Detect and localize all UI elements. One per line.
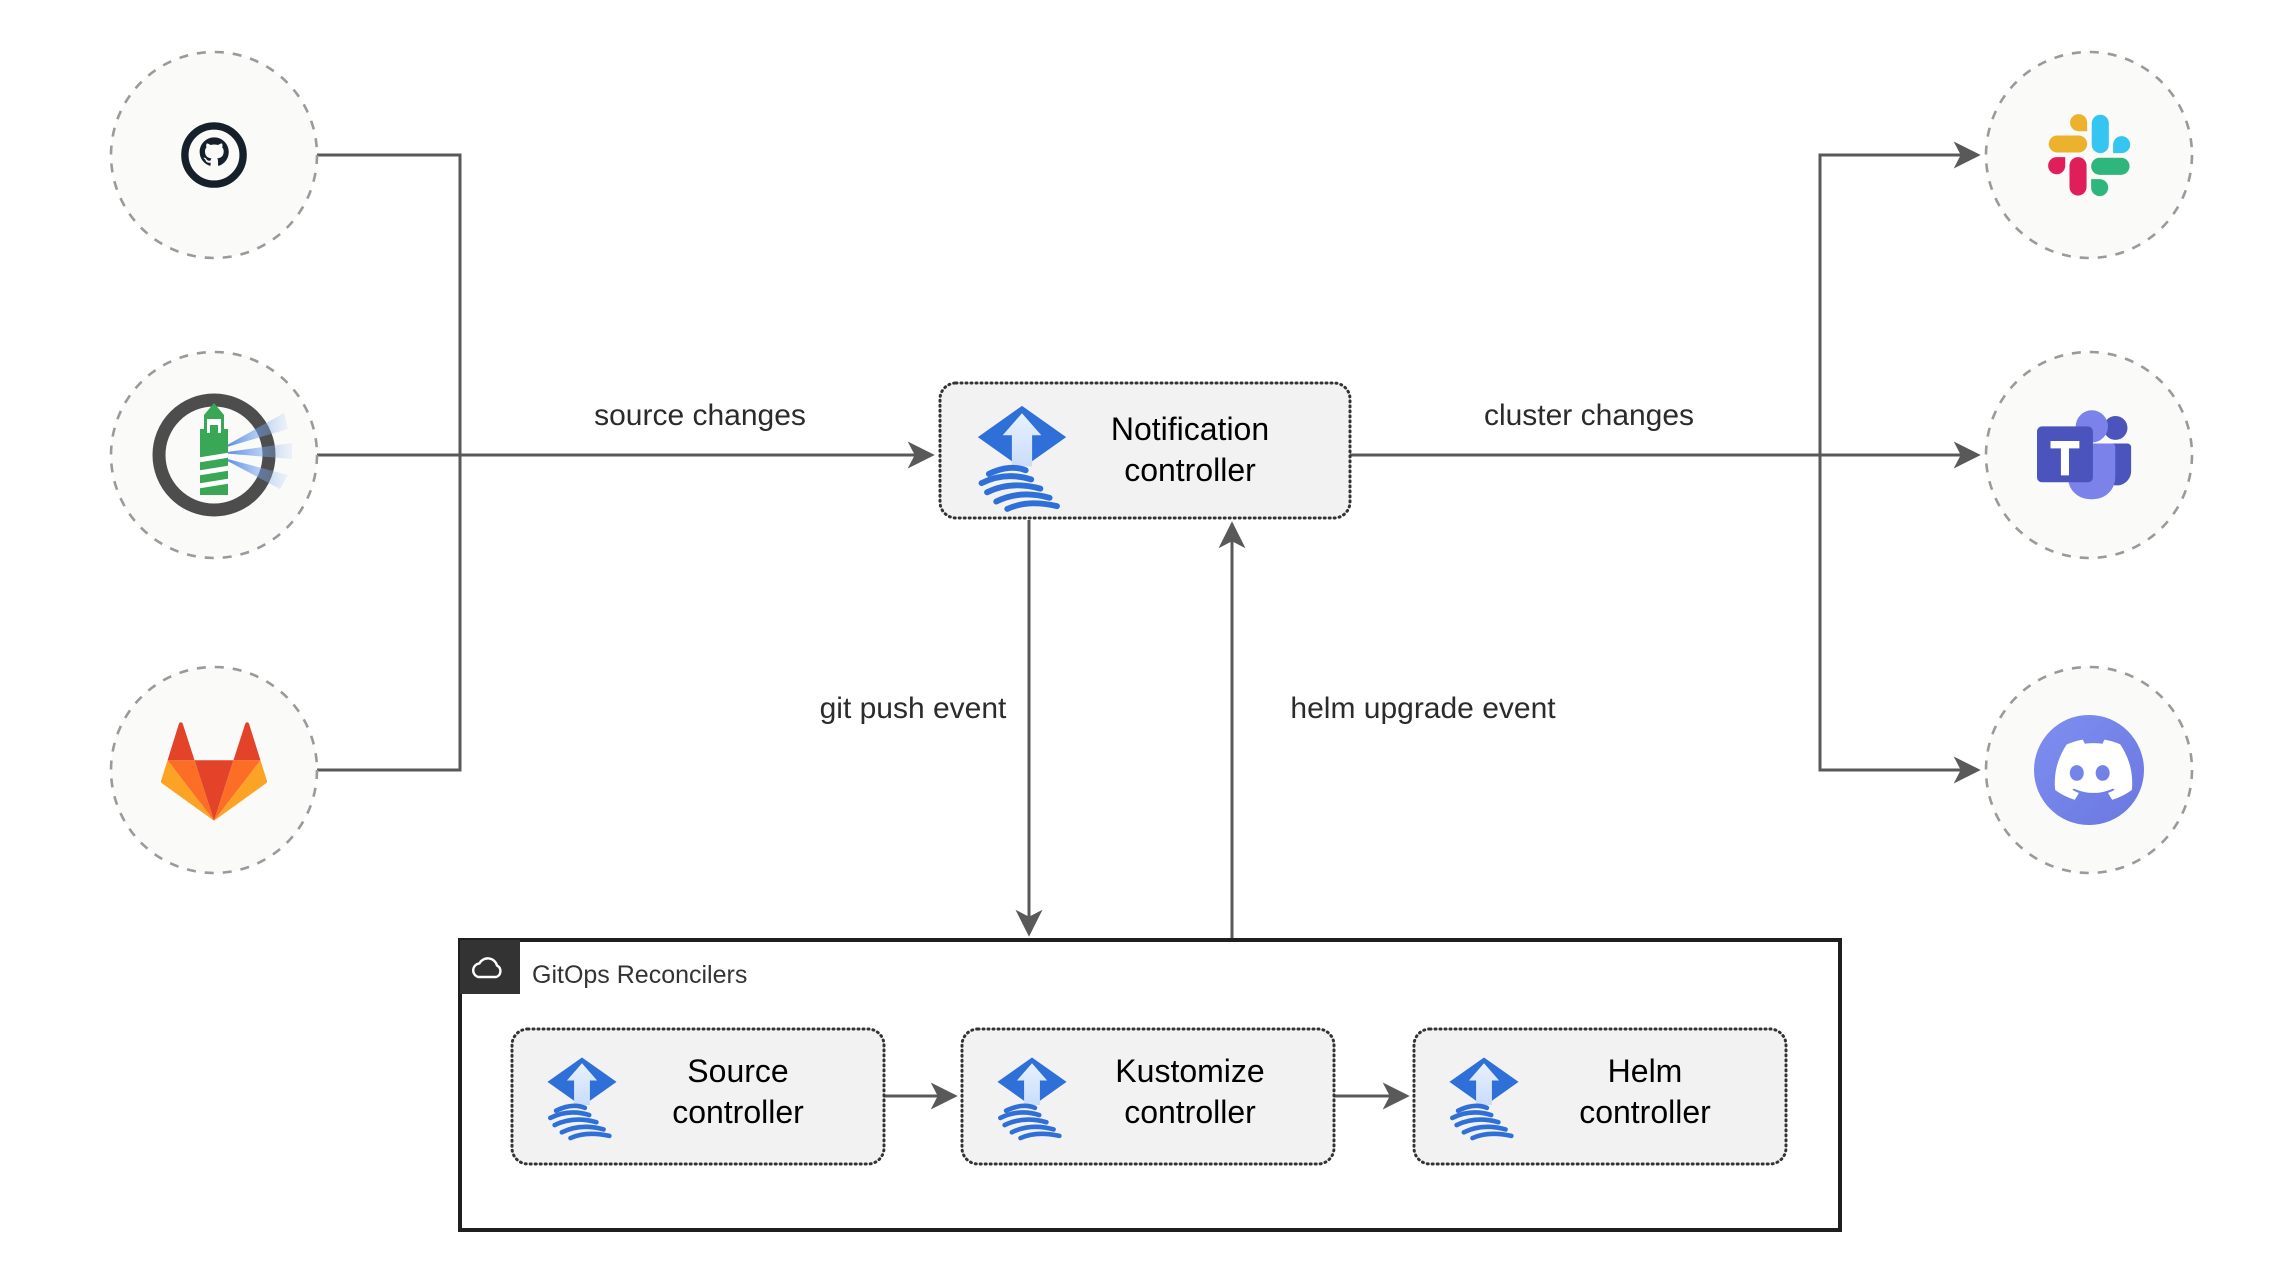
- notification-controller-label-line1: Notification: [1111, 411, 1269, 447]
- slack-icon: [2048, 114, 2131, 197]
- discord-icon: [2034, 715, 2144, 825]
- source-node-github[interactable]: [109, 50, 319, 260]
- lighthouse-beams: [220, 413, 292, 489]
- microsoft-teams-icon: [2037, 410, 2132, 500]
- kustomize-controller-label-line2: controller: [1124, 1094, 1256, 1130]
- edge-label-source-changes: source changes: [594, 399, 806, 432]
- flux-logo-icon: [547, 1057, 617, 1141]
- github-circle: [109, 50, 319, 260]
- flux-logo-icon: [1449, 1057, 1519, 1141]
- provider-node-discord[interactable]: [1984, 665, 2194, 875]
- edge-trunk-to-slack: [1818, 141, 1981, 455]
- edge-github-to-trunk: [317, 153, 462, 455]
- helm-controller-label-line1: Helm: [1608, 1053, 1683, 1089]
- gitops-reconcilers-label: GitOps Reconcilers: [532, 961, 747, 989]
- kustomize-controller-label-line1: Kustomize: [1115, 1053, 1264, 1089]
- edge-trunk-to-discord: [1818, 455, 1981, 784]
- edge-label-helm-upgrade-event: helm upgrade event: [1290, 692, 1556, 725]
- provider-node-teams[interactable]: [1984, 350, 2194, 560]
- provider-node-slack[interactable]: [1984, 50, 2194, 260]
- gitlab-icon: [160, 722, 268, 821]
- edge-source-changes: [317, 153, 935, 772]
- node-kustomize-controller[interactable]: Kustomize controller: [960, 1027, 1336, 1166]
- slack-circle: [1984, 50, 2194, 260]
- github-icon: [181, 122, 247, 188]
- node-notification-controller[interactable]: Notification controller: [938, 381, 1352, 520]
- edge-label-cluster-changes: cluster changes: [1484, 399, 1694, 432]
- gitops-reconcilers-badge: [460, 940, 520, 994]
- edge-label-git-push-event: git push event: [820, 692, 1007, 725]
- helm-controller-label-line2: controller: [1579, 1094, 1711, 1130]
- source-controller-label-line2: controller: [672, 1094, 804, 1130]
- node-source-controller[interactable]: Source controller: [510, 1027, 886, 1166]
- cloud-icon: [472, 957, 502, 979]
- edge-cluster-changes: [1350, 141, 1981, 784]
- notification-controller-box: [938, 381, 1352, 520]
- edge-gitlab-to-trunk: [317, 455, 462, 772]
- source-controller-label-line1: Source: [687, 1053, 788, 1089]
- source-node-flux[interactable]: [109, 350, 319, 560]
- flux-lighthouse-icon: [152, 393, 292, 517]
- node-helm-controller[interactable]: Helm controller: [1412, 1027, 1788, 1166]
- source-node-gitlab[interactable]: [109, 665, 319, 875]
- flux-logo-icon: [977, 405, 1067, 512]
- notification-controller-label-line2: controller: [1124, 452, 1256, 488]
